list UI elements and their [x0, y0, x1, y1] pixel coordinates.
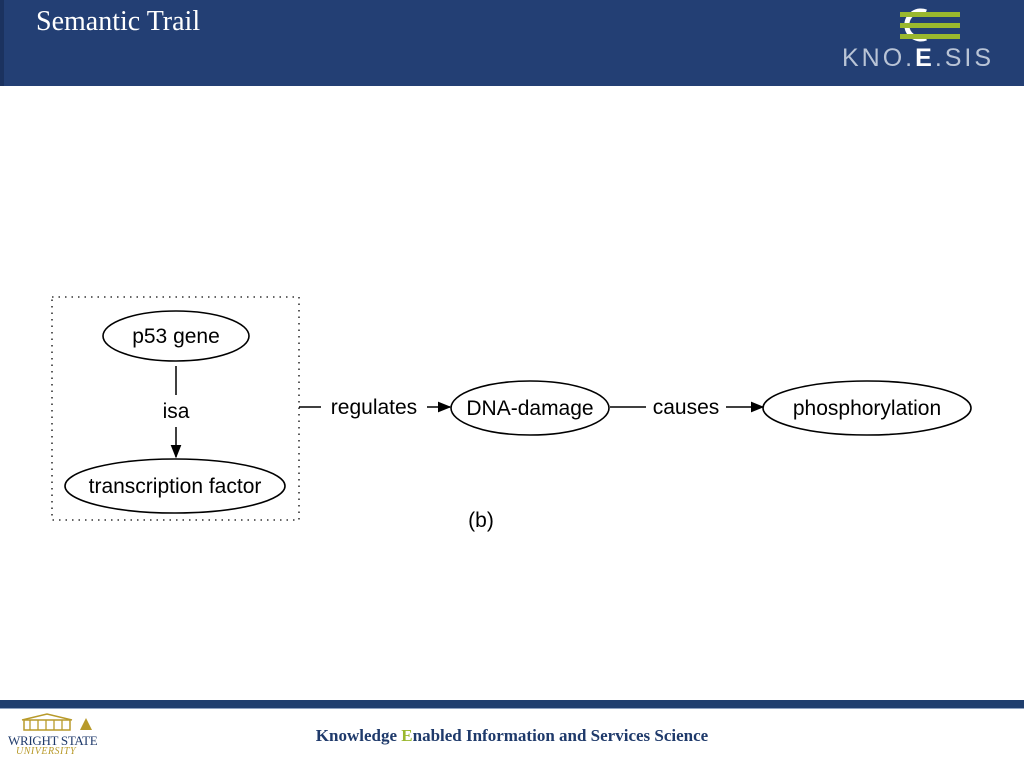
slide-title: Semantic Trail: [36, 6, 201, 37]
knoesis-logo-text: KNO.E.SIS: [842, 44, 995, 72]
semantic-trail-diagram: p53 gene isa transcription factor regula…: [51, 296, 972, 532]
knoesis-logo: KNO.E.SIS: [838, 6, 1008, 76]
node-dna-damage-label: DNA-damage: [466, 397, 593, 420]
node-p53-gene: [102, 310, 250, 362]
wright-state-logo: WRIGHT STATE UNIVERSITY: [6, 712, 106, 764]
building-icon: [21, 713, 92, 731]
header-bar: Semantic Trail KNO.E.SIS: [0, 0, 1024, 86]
footer-bar: [0, 700, 1024, 708]
knoesis-e-icon: [900, 8, 960, 42]
group-box: [51, 296, 300, 521]
figure-caption: (b): [468, 509, 494, 532]
regulates-edge-label: regulates: [331, 396, 417, 419]
node-transcription-factor: [64, 458, 286, 514]
causes-edge-label: causes: [653, 396, 720, 419]
footer-divider: [0, 708, 1024, 709]
footer-tagline: Knowledge Enabled Information and Servic…: [315, 726, 709, 745]
node-transcription-factor-label: transcription factor: [89, 475, 262, 498]
header-stripe: [0, 0, 4, 86]
university-name: WRIGHT STATE: [8, 733, 98, 748]
node-p53-gene-label: p53 gene: [132, 325, 220, 348]
university-subname: UNIVERSITY: [16, 746, 76, 757]
isa-edge-label: isa: [163, 400, 190, 423]
node-phosphorylation-label: phosphorylation: [793, 397, 941, 420]
node-dna-damage: [450, 380, 610, 436]
node-phosphorylation: [762, 380, 972, 436]
